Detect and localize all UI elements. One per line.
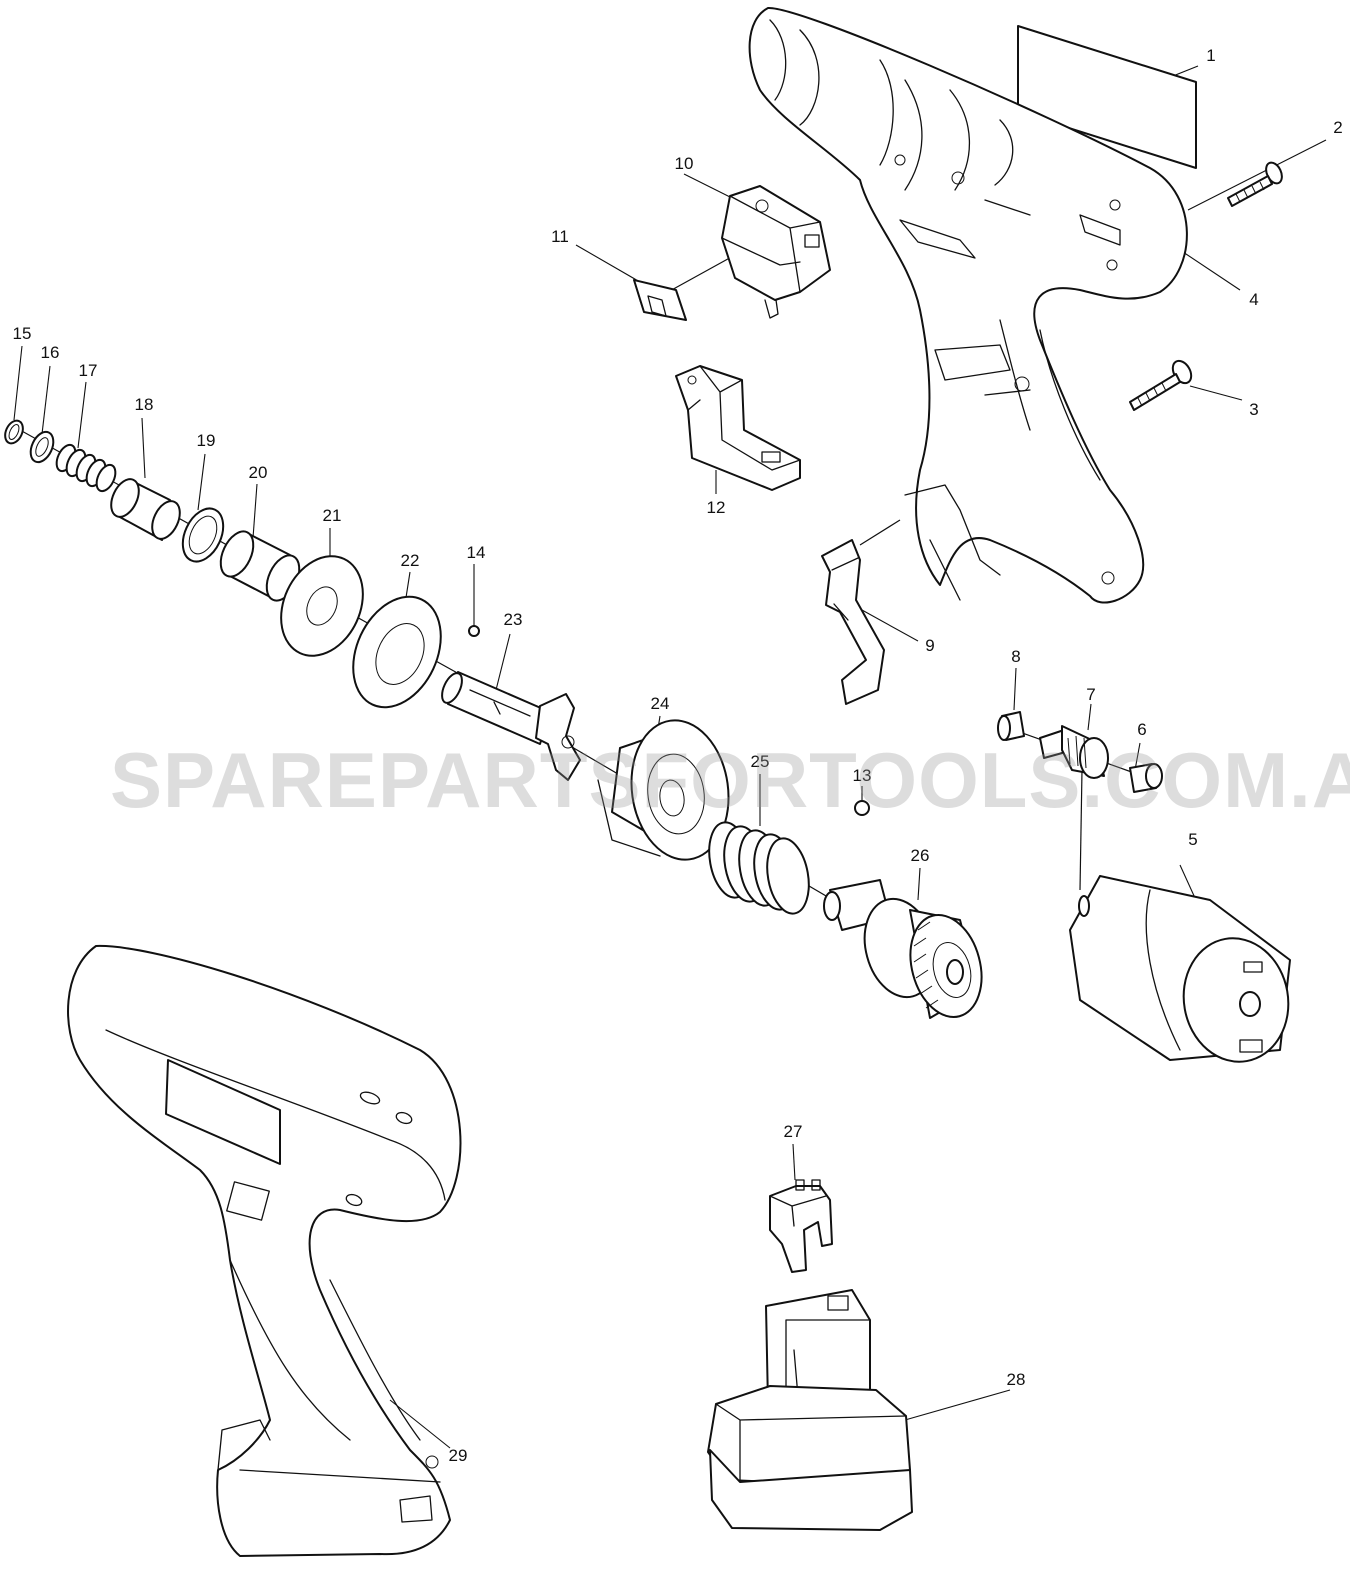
part-26-gear-assembly <box>823 879 983 1019</box>
part-2-screw <box>1227 161 1283 207</box>
callout-3: 3 <box>1249 400 1259 419</box>
callout-1: 1 <box>1206 46 1216 65</box>
part-15-retaining-ring <box>4 419 24 445</box>
part-18-sleeve <box>110 478 181 541</box>
callout-25: 25 <box>750 752 770 771</box>
callout-24: 24 <box>650 694 670 713</box>
part-3-screw <box>1129 359 1193 411</box>
callout-23: 23 <box>503 610 523 629</box>
callout-7: 7 <box>1086 685 1096 704</box>
part-10-switch <box>721 185 831 319</box>
part-6-bearing <box>1129 763 1163 793</box>
callout-2: 2 <box>1333 118 1343 137</box>
part-21-flat-washer <box>280 555 364 657</box>
part-23-spindle <box>441 671 581 781</box>
part-11-switch-lever <box>633 279 687 321</box>
part-25-compression-spring <box>708 821 810 915</box>
part-12-holder <box>675 365 801 491</box>
part-5-motor <box>1069 875 1291 1063</box>
callout-4: 4 <box>1249 290 1259 309</box>
part-29-housing-set <box>67 944 462 1557</box>
part-1-label <box>1017 25 1197 169</box>
callout-22: 22 <box>400 551 420 570</box>
part-24-hammer <box>597 719 730 861</box>
callout-20: 20 <box>248 463 268 482</box>
callout-13: 13 <box>852 766 872 785</box>
callout-29: 29 <box>448 1446 468 1465</box>
callout-21: 21 <box>322 506 342 525</box>
callout-27: 27 <box>783 1122 803 1141</box>
callout-18: 18 <box>134 395 154 414</box>
part-8-bearing <box>997 711 1025 741</box>
part-7-pinion-gear <box>1039 725 1109 779</box>
leader-lines <box>13 65 1327 1449</box>
callout-15: 15 <box>12 324 32 343</box>
callout-19: 19 <box>196 431 216 450</box>
callout-11: 11 <box>551 227 569 246</box>
callout-6: 6 <box>1137 720 1147 739</box>
callout-16: 16 <box>40 343 60 362</box>
callout-5: 5 <box>1188 830 1198 849</box>
part-4-housing-half <box>748 6 1188 604</box>
callout-28: 28 <box>1006 1370 1026 1389</box>
part-27-terminal <box>769 1179 833 1273</box>
callout-14: 14 <box>466 543 486 562</box>
part-28-battery <box>707 1289 913 1531</box>
callout-10: 10 <box>674 154 694 173</box>
part-19-ring <box>181 507 225 563</box>
callout-26: 26 <box>910 846 930 865</box>
callout-17: 17 <box>78 361 98 380</box>
callout-9: 9 <box>925 636 935 655</box>
part-16-flat-washer <box>29 430 55 464</box>
callout-12: 12 <box>706 498 726 517</box>
part-9-terminal-plate <box>821 539 885 705</box>
part-13-steel-ball <box>854 800 870 816</box>
part-14-steel-ball <box>468 625 480 637</box>
part-22-ring <box>352 595 442 709</box>
callout-8: 8 <box>1011 647 1021 666</box>
part-17-compression-spring <box>55 443 117 493</box>
